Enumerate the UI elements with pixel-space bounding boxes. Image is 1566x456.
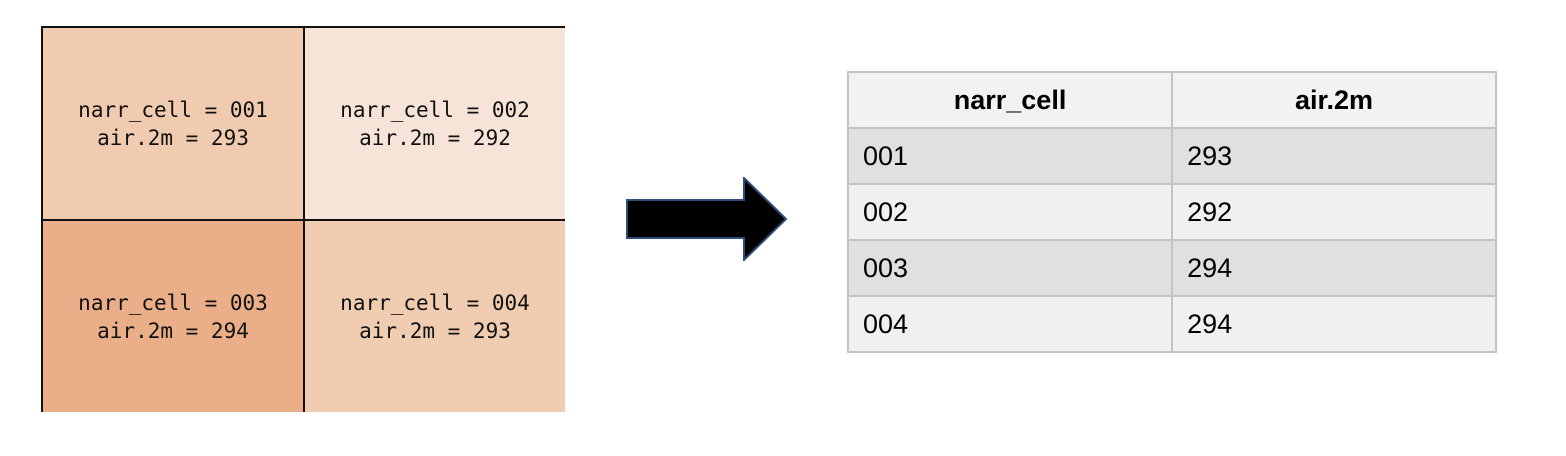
table-cell: 004: [846, 295, 1174, 353]
cell-value-label: air.2m = 294: [97, 318, 249, 343]
data-table: narr_cell air.2m 001 293 002 292 003 294…: [846, 71, 1497, 353]
cell-value-label: air.2m = 293: [97, 125, 249, 150]
cell-value-label: air.2m = 293: [359, 318, 511, 343]
table-row: 003 294: [846, 239, 1497, 297]
table-cell: 294: [1171, 239, 1497, 297]
header-narr-cell: narr_cell: [846, 71, 1174, 129]
cell-id-label: narr_cell = 001: [78, 97, 268, 122]
grid-cell-001: narr_cell = 001 air.2m = 293: [41, 26, 303, 219]
table-cell: 294: [1171, 295, 1497, 353]
table-row: 001 293: [846, 127, 1497, 185]
cell-id-label: narr_cell = 004: [340, 290, 530, 315]
table-row: 002 292: [846, 183, 1497, 241]
table-cell: 002: [846, 183, 1174, 241]
raster-grid: narr_cell = 001 air.2m = 293 narr_cell =…: [41, 26, 565, 412]
cell-id-label: narr_cell = 003: [78, 290, 268, 315]
table-cell: 293: [1171, 127, 1497, 185]
table-cell: 292: [1171, 183, 1497, 241]
table-header-row: narr_cell air.2m: [846, 71, 1497, 129]
cell-value-label: air.2m = 292: [359, 125, 511, 150]
table-cell: 003: [846, 239, 1174, 297]
arrow-shape: [626, 177, 788, 261]
grid-cell-003: narr_cell = 003 air.2m = 294: [41, 219, 303, 412]
table-cell: 001: [846, 127, 1174, 185]
grid-cell-004: narr_cell = 004 air.2m = 293: [303, 219, 565, 412]
grid-cell-002: narr_cell = 002 air.2m = 292: [303, 26, 565, 219]
table-row: 004 294: [846, 295, 1497, 353]
right-arrow-icon: [626, 177, 788, 261]
header-air-2m: air.2m: [1171, 71, 1497, 129]
cell-id-label: narr_cell = 002: [340, 97, 530, 122]
